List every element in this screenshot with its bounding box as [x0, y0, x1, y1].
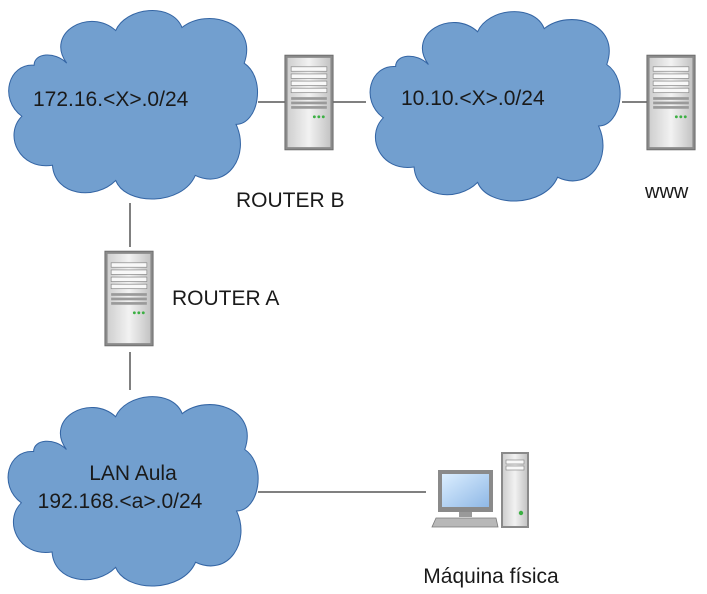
- desktop-computer-icon: [431, 452, 529, 528]
- router-a-server-icon: [104, 250, 154, 347]
- router-a-label: ROUTER A: [172, 287, 279, 310]
- net-172-label: 172.16.<X>.0/24: [33, 88, 189, 111]
- router-b-label: ROUTER B: [236, 189, 345, 212]
- net-10-label: 10.10.<X>.0/24: [401, 87, 545, 110]
- www-server-icon: [646, 54, 696, 151]
- maquina-fisica-label: Máquina física: [423, 565, 559, 588]
- www-label: www: [644, 181, 689, 203]
- lan-aula-name-label: LAN Aula: [89, 462, 177, 485]
- lan-aula-subnet-label: 192.168.<a>.0/24: [38, 490, 203, 513]
- router-b-server-icon: [284, 54, 334, 151]
